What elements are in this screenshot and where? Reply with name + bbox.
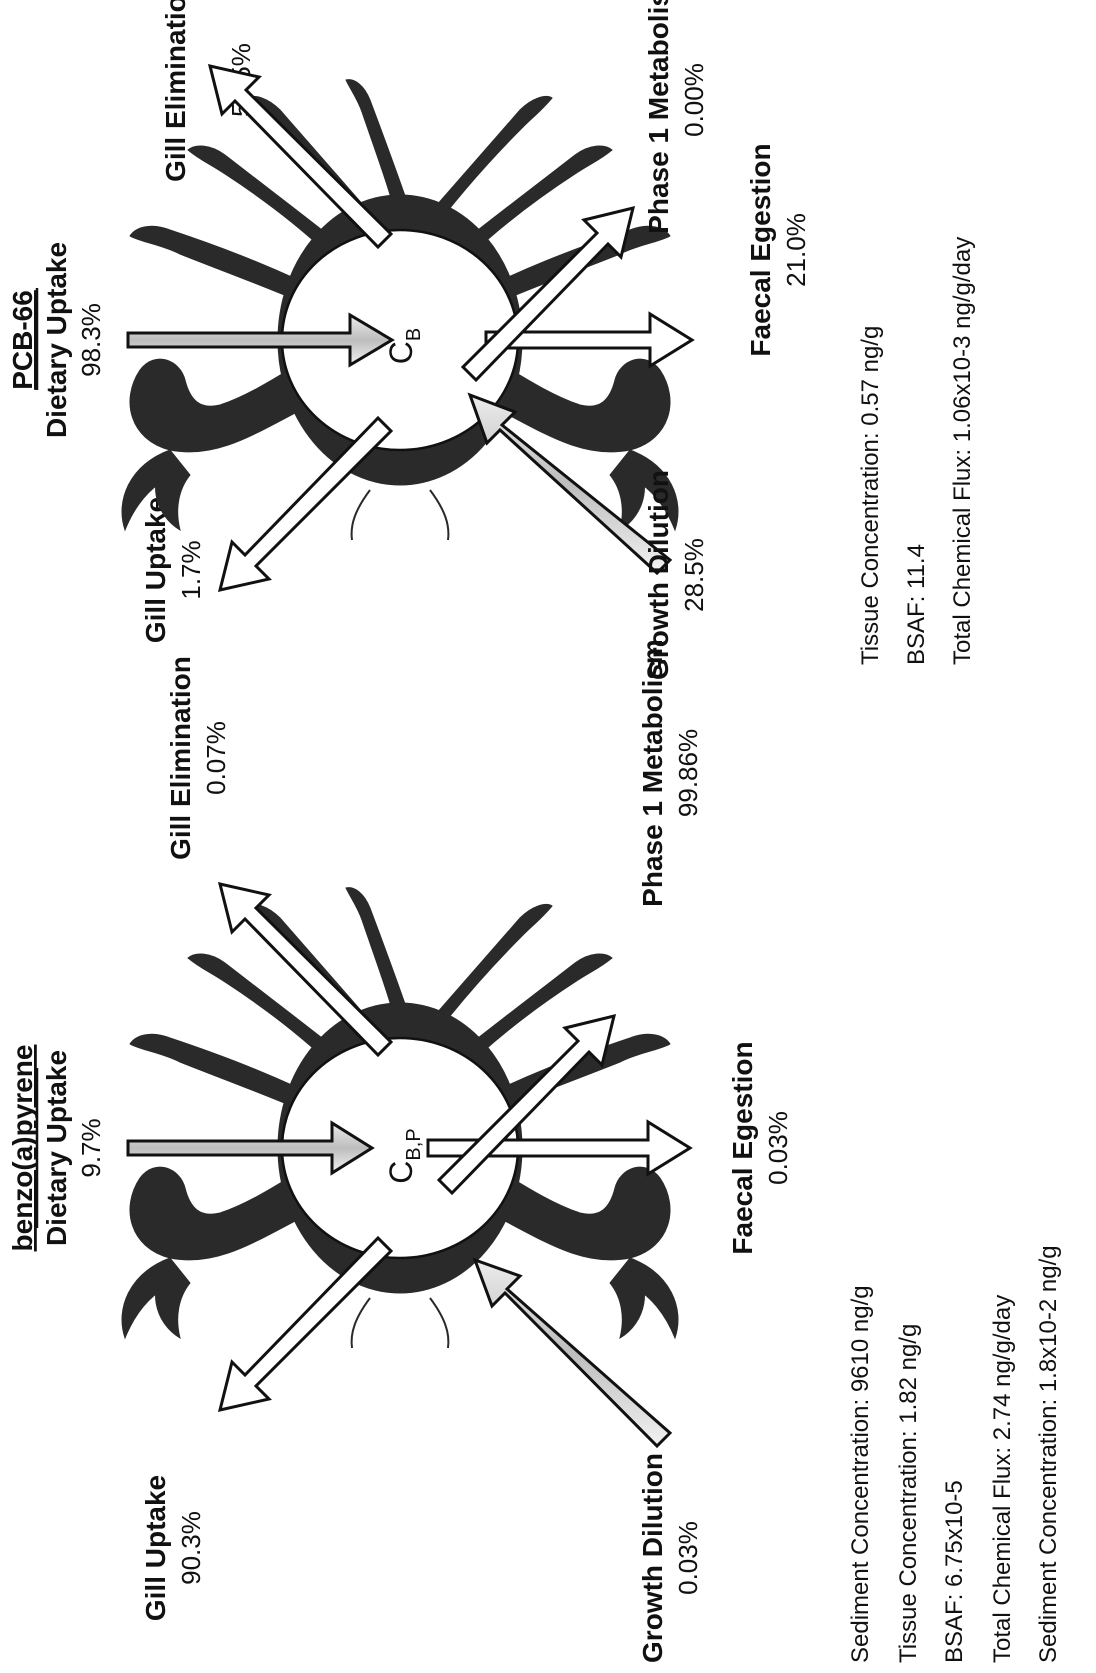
stat-line: Total Chemical Flux: 2.74 ng/g/day bbox=[989, 1295, 1016, 1663]
growth-dilution-value: 28.5% bbox=[679, 538, 709, 612]
stat-line: BSAF: 11.4 bbox=[903, 544, 930, 665]
gill-elimination-value: 0.07% bbox=[201, 721, 231, 795]
gill-uptake-value: 1.7% bbox=[176, 540, 206, 599]
stat-line: Sediment Concentration: 9610 ng/g bbox=[847, 1285, 874, 1663]
gill-elimination-arrow bbox=[220, 1238, 391, 1410]
dietary-uptake-arrow bbox=[128, 315, 392, 365]
growth-dilution-label: Growth Dilution bbox=[643, 470, 674, 680]
gill-elimination-label: Gill Elimination bbox=[165, 656, 196, 860]
stat-line: Total Chemical Flux: 1.06x10-3 ng/g/day bbox=[949, 237, 976, 665]
chemical-title: PCB-66 bbox=[7, 290, 38, 390]
dietary-uptake-label: Dietary Uptake bbox=[41, 1050, 72, 1246]
dietary-uptake-value: 9.7% bbox=[76, 1118, 106, 1177]
phase1-metabolism-label: Phase 1 Metabolism bbox=[643, 0, 674, 234]
chemical-title: benzo(a)pyrene bbox=[7, 1045, 38, 1252]
gill-uptake-value: 90.3% bbox=[176, 1511, 206, 1585]
phase1-metabolism-value: 99.86% bbox=[673, 729, 703, 817]
gill-elimination-label: Gill Elimination bbox=[160, 0, 191, 182]
dietary-uptake-label: Dietary Uptake bbox=[41, 242, 72, 438]
faecal-egestion-label: Faecal Egestion bbox=[745, 143, 776, 356]
faecal-egestion-value: 21.0% bbox=[781, 213, 811, 287]
stat-line: Tissue Concentration: 0.57 ng/g bbox=[857, 326, 884, 665]
growth-dilution-label: Growth Dilution bbox=[637, 1453, 668, 1663]
gill-elimination-arrow bbox=[220, 418, 391, 590]
gill-uptake-label: Gill Uptake bbox=[140, 1475, 171, 1621]
faecal-egestion-label: Faecal Egestion bbox=[727, 1041, 758, 1254]
stat-line: Tissue Concentration: 1.82 ng/g bbox=[895, 1324, 922, 1663]
growth-dilution-value: 0.03% bbox=[673, 1521, 703, 1595]
stat-line: Sediment Concentration: 1.8x10-2 ng/g bbox=[1035, 1245, 1062, 1663]
panel-benzo-a-pyrene: benzo(a)pyrene Dietary Uptake 9.7% Gill … bbox=[7, 639, 1062, 1663]
stat-line: BSAF: 6.75x10-5 bbox=[941, 1480, 968, 1663]
dietary-uptake-value: 98.3% bbox=[76, 303, 106, 377]
dietary-uptake-arrow bbox=[128, 1123, 372, 1173]
faecal-egestion-value: 0.03% bbox=[763, 1111, 793, 1185]
panel-pcb-66: PCB-66 Dietary Uptake 98.3% Gill Uptake … bbox=[7, 0, 976, 680]
phase1-metabolism-value: 0.00% bbox=[679, 63, 709, 137]
